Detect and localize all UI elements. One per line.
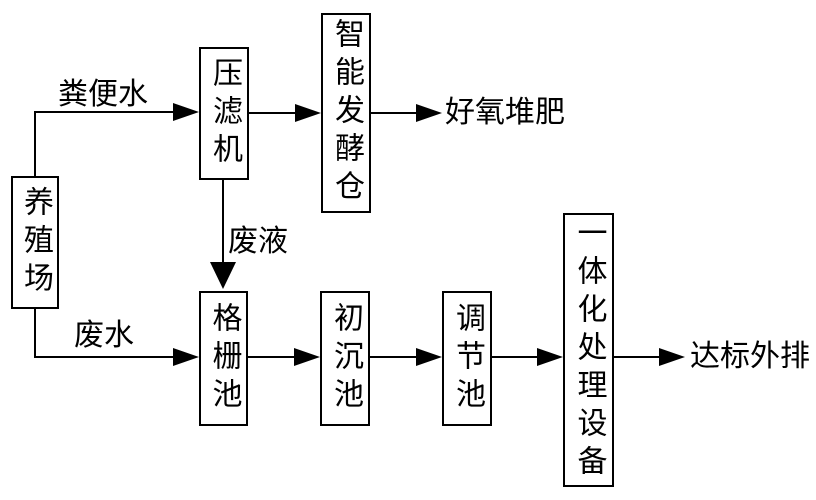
node-regulating-pool-label: 调节池 [451, 301, 484, 416]
edge-label-manure-water: 粪便水 [58, 78, 148, 111]
arrow-right-icon [416, 348, 442, 366]
arrow-right-icon [173, 103, 199, 121]
arrow-down-icon [210, 262, 236, 289]
arrow-right-icon [416, 104, 442, 122]
node-filter-press-label: 压滤机 [208, 56, 241, 171]
edge-waste-liquid-line [222, 180, 224, 262]
node-fermentation-silo: 智能发酵仓 [321, 13, 371, 213]
arrow-right-icon [659, 348, 685, 366]
edge-label-wastewater: 废水 [74, 319, 134, 352]
node-integrated-treatment-equipment: 一体化处理设备 [563, 213, 614, 487]
node-integrated-treatment-equipment-label: 一体化处理设备 [572, 217, 606, 483]
node-filter-press: 压滤机 [199, 47, 249, 180]
edge-silo-to-compost-line [371, 112, 416, 114]
node-fermentation-silo-label: 智能发酵仓 [330, 18, 363, 208]
terminal-compliant-discharge: 达标外排 [690, 340, 810, 373]
node-grid-pool: 格栅池 [199, 291, 248, 426]
node-primary-sedimentation-pool: 初沉池 [320, 291, 370, 426]
arrow-right-icon [537, 348, 563, 366]
node-farm: 养殖场 [11, 176, 59, 309]
edge-integrated-to-discharge-line [614, 356, 659, 358]
node-grid-pool-label: 格栅池 [207, 301, 241, 416]
node-primary-sedimentation-pool-label: 初沉池 [329, 301, 362, 416]
edge-farm-down-line [34, 309, 36, 357]
edge-regulate-to-integrated-line [492, 356, 537, 358]
edge-filter-to-silo-line [249, 112, 295, 114]
edge-manure-water-line [34, 111, 174, 113]
edge-sediment-to-regulate-line [370, 356, 416, 358]
arrow-right-icon [294, 348, 320, 366]
edge-farm-up-line [34, 112, 36, 176]
edge-wastewater-line [34, 356, 174, 358]
arrow-right-icon [295, 104, 321, 122]
terminal-aerobic-composting: 好氧堆肥 [445, 96, 565, 129]
edge-label-waste-liquid: 废液 [228, 225, 288, 258]
node-regulating-pool: 调节池 [442, 291, 492, 426]
edge-grid-to-sediment-line [248, 356, 294, 358]
node-farm-label: 养殖场 [19, 185, 52, 300]
arrow-right-icon [173, 348, 199, 366]
